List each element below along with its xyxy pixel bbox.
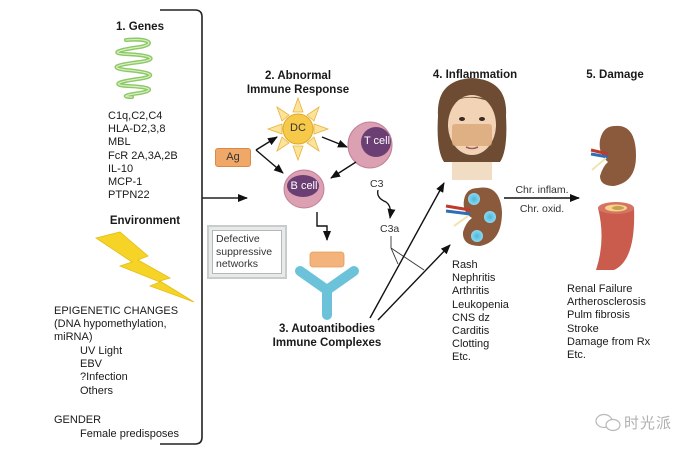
bcell-to-antibody-arrow bbox=[316, 212, 331, 241]
gene-item: MBL bbox=[108, 136, 131, 149]
c3-to-c3a-arrow bbox=[377, 189, 396, 219]
inflammation-list: Rash Nephritis Arthritis Leukopenia CNS … bbox=[452, 259, 509, 365]
antibody-icon bbox=[295, 251, 359, 320]
epigenetic-list: EPIGENETIC CHANGES (DNA hypomethylation,… bbox=[54, 305, 178, 345]
dc-label: DC bbox=[290, 122, 306, 134]
gene-item: C1q,C2,C4 bbox=[108, 110, 163, 122]
complex-to-face-arrow bbox=[369, 182, 445, 319]
lightning-bolt-icon bbox=[95, 231, 195, 303]
inflammation-item: Clotting bbox=[452, 338, 490, 351]
damage-item: Etc. bbox=[567, 349, 586, 362]
chronic-oxidation-label: Chr. oxid. bbox=[519, 203, 565, 215]
inflamed-kidney-icon bbox=[445, 187, 502, 246]
dendritic-cell-icon bbox=[266, 96, 330, 162]
gene-item: HLA-D2,3,8 bbox=[108, 123, 166, 136]
damage-item: Stroke bbox=[567, 322, 599, 335]
inflammation-item: Carditis bbox=[452, 325, 490, 338]
ag-to-bcell-arrow bbox=[255, 149, 284, 174]
left-bracket bbox=[160, 9, 203, 445]
b-cell-label: B cell bbox=[290, 180, 318, 192]
inflammation-item: Arthritis bbox=[452, 285, 490, 298]
gene-item: MCP-1 bbox=[108, 176, 143, 189]
defective-networks-box: Defective suppressive networks bbox=[207, 225, 287, 279]
damage-item: Renal Failure bbox=[567, 283, 633, 295]
environment-factor: EBV bbox=[80, 358, 103, 371]
damage-item: Pulm fibrosis bbox=[567, 309, 630, 322]
damage-item: Damage from Rx bbox=[567, 335, 651, 348]
t-cell-label: T cell bbox=[363, 135, 391, 147]
artery-icon bbox=[596, 202, 635, 270]
inflammation-item: CNS dz bbox=[452, 311, 490, 324]
damage-title: 5. Damage bbox=[586, 69, 644, 81]
watermark-text: 时光派 bbox=[624, 415, 673, 432]
damage-item: Artherosclerosis bbox=[567, 296, 646, 309]
b-cell-icon bbox=[283, 169, 325, 209]
environment-factors-list: UV Light EBV ?Infection Others bbox=[80, 345, 128, 398]
inflammation-item: Nephritis bbox=[452, 272, 496, 285]
dc-to-tcell-arrow bbox=[321, 136, 348, 148]
immune-response-title: 2. Abnormal Immune Response bbox=[246, 70, 350, 96]
environment-title: Environment bbox=[109, 215, 181, 227]
epigenetic-line: EPIGENETIC CHANGES bbox=[54, 305, 179, 317]
c3a-label: C3a bbox=[380, 223, 400, 235]
autoantibodies-title: 3. Autoantibodies Immune Complexes bbox=[272, 323, 382, 349]
genes-list: C1q,C2,C4 HLA-D2,3,8 MBL FcR 2A,3A,2B IL… bbox=[108, 110, 178, 202]
environment-factor: ?Infection bbox=[80, 371, 128, 384]
inflammation-title: 4. Inflammation bbox=[432, 69, 518, 81]
inflammation-item: Rash bbox=[452, 259, 478, 271]
gene-item: IL-10 bbox=[108, 162, 134, 175]
inflammation-item: Etc. bbox=[452, 351, 471, 364]
wechat-watermark-icon bbox=[595, 413, 621, 432]
patient-face-icon bbox=[437, 78, 507, 180]
gene-item: PTPN22 bbox=[108, 189, 150, 202]
antigen-box: Ag bbox=[215, 148, 251, 167]
ag-to-dc-arrow bbox=[255, 136, 278, 151]
damage-list: Renal Failure Artherosclerosis Pulm fibr… bbox=[567, 283, 650, 362]
gene-item: FcR 2A,3A,2B bbox=[108, 149, 178, 162]
complex-to-kidney-arrow bbox=[377, 244, 451, 321]
c3-label: C3 bbox=[370, 178, 384, 190]
tcell-to-bcell-arrow bbox=[330, 161, 357, 179]
epigenetic-line: miRNA) bbox=[54, 331, 93, 344]
inflammation-item: Leukopenia bbox=[452, 298, 509, 311]
environment-factor: Others bbox=[80, 384, 114, 397]
environment-factor: UV Light bbox=[80, 345, 123, 357]
gender-label: GENDER bbox=[54, 414, 102, 426]
epigenetic-line: (DNA hypomethylation, bbox=[54, 318, 167, 331]
genes-title: 1. Genes bbox=[116, 21, 164, 33]
damaged-kidney-icon bbox=[590, 125, 636, 186]
gender-note: Female predisposes bbox=[80, 428, 180, 440]
t-cell-icon bbox=[347, 121, 393, 169]
chronic-inflammation-label: Chr. inflam. bbox=[515, 184, 569, 196]
